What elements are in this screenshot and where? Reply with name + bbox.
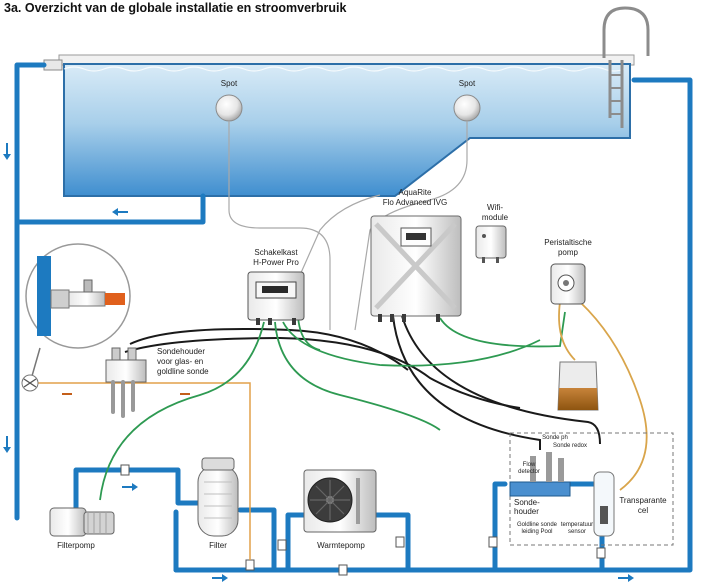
probe-holder-block: [509, 452, 571, 497]
probe-redox-label: Sonde redox: [552, 443, 588, 449]
pipe-network: [14, 62, 693, 573]
peristaltic-pump: [550, 263, 586, 305]
wifi-label-line2: module: [481, 213, 509, 222]
filter-label: Filter: [209, 541, 227, 550]
flow-detector-label-line2: detector: [518, 469, 540, 475]
probe-ph-label: Sonde ph: [542, 435, 568, 441]
probe-holder-glass-label-line2: voor glas- en: [157, 357, 204, 366]
page-title: 3a. Overzicht van de globale installatie…: [4, 1, 347, 15]
filter-pump: [49, 507, 115, 537]
black-cables: [124, 315, 601, 450]
probe-holder-glass: [105, 347, 147, 418]
valve-icon: [21, 374, 39, 392]
pipe-clamp-icon: [120, 464, 606, 576]
probe-line-orange: [30, 382, 251, 560]
schakelkast-control-box: [247, 271, 305, 325]
spot-right-label: Spot: [458, 79, 476, 88]
wifi-module: [475, 225, 507, 263]
acid-container: [557, 361, 599, 411]
flow-detector-label-line1: Flow: [522, 462, 536, 468]
spot-left-label: Spot: [220, 79, 238, 88]
peristaltic-label-line1: Peristaltische: [544, 238, 592, 247]
temp-sensor-label-line1: temperatuur: [560, 522, 594, 528]
heat-pump: [303, 469, 377, 533]
pool-ladder: [602, 6, 650, 128]
goldline-label-line2: leiding Pool: [521, 529, 553, 535]
probe-holder-glass-label-line3: goldline sonde: [157, 367, 209, 376]
schakelkast-label-line1: Schakelkast: [254, 248, 298, 257]
transparent-cell: [593, 471, 615, 537]
flow-arrow-icon: [3, 143, 634, 582]
heat-pump-label: Warmtepomp: [317, 541, 365, 550]
spot-light-left: [215, 94, 243, 122]
transparent-cell-label-line1: Transparante: [619, 496, 667, 505]
aquarite-controller: [370, 215, 462, 322]
filter-tank: [197, 457, 239, 537]
aquarite-label-line1: AquaRite: [398, 188, 432, 197]
peristaltic-label-line2: pomp: [557, 248, 578, 257]
sondehouder-label-line1: Sonde-: [514, 498, 540, 507]
goldline-label-line1: Goldline sonde: [516, 522, 558, 528]
sondehouder-label-line2: houder: [514, 507, 539, 516]
wifi-label-line1: Wifi-: [487, 203, 503, 212]
transparent-cell-label-line2: cel: [637, 506, 649, 515]
spot-light-right: [453, 94, 481, 122]
schakelkast-label-line2: H-Power Pro: [253, 258, 299, 267]
temp-sensor-label-line2: sensor: [567, 529, 586, 535]
orange-tubes: [558, 301, 648, 491]
green-cables: [99, 311, 566, 501]
magnifier-icon: [25, 243, 131, 384]
aquarite-label-line2: Flo Advanced IVG: [382, 198, 448, 207]
probe-holder-glass-label-line1: Sondehouder: [157, 347, 206, 356]
pool: [43, 54, 635, 197]
filter-pump-label: Filterpomp: [57, 541, 95, 550]
